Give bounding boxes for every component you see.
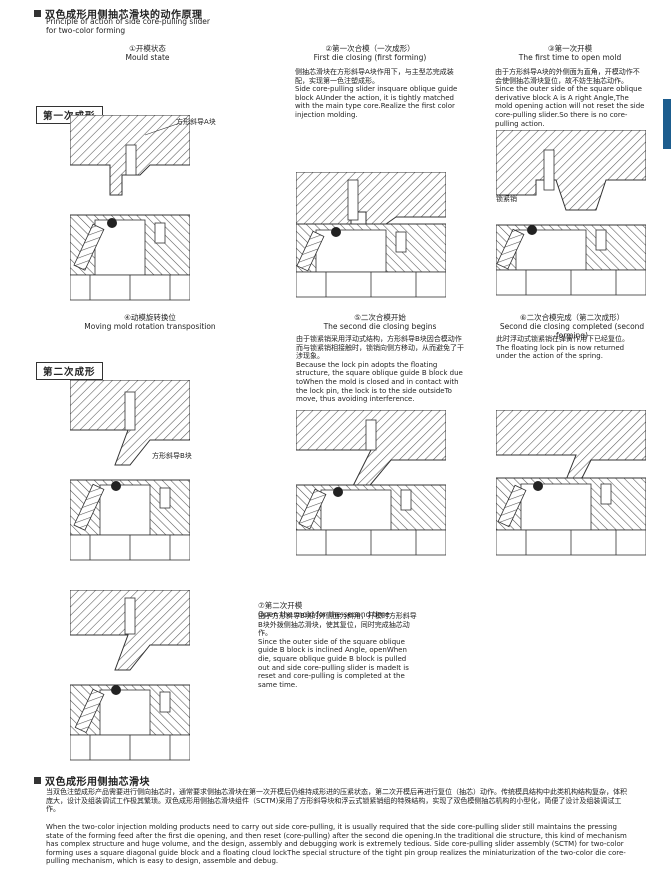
bottom-description-cn: 当双色注塑成形产品需要进行侧向抽芯时，通常要求侧抽芯滑块在第一次开模后仍维持成形… <box>46 788 627 814</box>
page-title: 双色成形用侧抽芯滑块的动作原理 <box>34 6 203 21</box>
step-6-caption: ⑥二次合模完成（第二次成形）Second die closing complet… <box>499 313 645 340</box>
lock-pin-label: 锁紧销 <box>496 195 517 203</box>
step-5-description: 由于锁紧销采用浮动式结构，方形斜导B块因合模动作而与锁紧销相接触时，锁销向侧方移… <box>296 335 464 404</box>
bottom-description-en: When the two-color injection molding pro… <box>46 823 627 866</box>
step-7-diagram <box>70 590 190 761</box>
step-2-caption: ②第一次合模（一次成形）First die closing (first for… <box>313 44 427 62</box>
step-5-diagram <box>296 410 446 556</box>
step-2-description: 侧抽芯滑块在方形斜导A块作用下，与主型芯完成装配，实现第一色注塑成形。 Side… <box>295 68 458 119</box>
section-tab-marker <box>663 99 671 149</box>
step-3-description: 由于方形斜导A块的外侧面为直角，开模动作不会使侧抽芯滑块复位，故不妨生抽芯动作。… <box>495 68 645 128</box>
step-6-description: 此时浮动式锁紧销在弹簧作用下已经复位。 The floating lock pi… <box>496 335 629 361</box>
square-bullet-icon <box>34 10 41 17</box>
stage-second-label: 第二次成形 <box>36 362 103 380</box>
step-7-description: 由于方形斜导B块的外侧面为斜角，开模时方形斜导B块外拨侧抽芯滑块，使其复位，同时… <box>258 612 417 689</box>
page-subtitle: Principle of action of side core-pulling… <box>46 17 210 35</box>
guide-a-label: 方形斜导A块 <box>176 118 216 126</box>
step-2-diagram <box>296 172 446 298</box>
step-4-diagram <box>70 380 190 561</box>
step-1-diagram <box>70 115 190 301</box>
guide-b-label: 方形斜导B块 <box>152 452 192 460</box>
step-6-diagram <box>496 410 646 556</box>
step-3-diagram <box>496 130 646 296</box>
bottom-section-title: 双色成形用侧抽芯滑块 <box>34 773 150 788</box>
square-bullet-icon <box>34 777 41 784</box>
